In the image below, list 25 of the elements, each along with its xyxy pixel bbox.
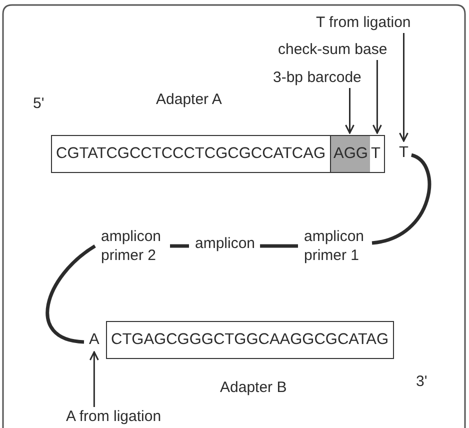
adapter-label: Adapter A xyxy=(156,91,222,109)
annotation-label: T from ligation xyxy=(316,14,411,32)
connector-curve xyxy=(372,153,431,245)
strand-end-label: 5' xyxy=(33,95,44,113)
annotation-label: 3-bp barcode xyxy=(273,69,362,87)
shaded-sequence-segment: AGG xyxy=(330,136,370,172)
base-letter: T xyxy=(399,144,408,162)
sequence-text: CTGAGCGGGCTGGCAAGGCGCATAG xyxy=(110,330,390,350)
sequence-letter: T xyxy=(370,136,384,172)
sequence-text: CGTATCGCCTCCCTCGCGCCATCAG xyxy=(55,144,327,164)
leader-arrow xyxy=(345,88,354,134)
leader-arrow xyxy=(89,351,99,407)
leader-arrow xyxy=(372,60,382,134)
segment-label: amplicon primer 1 xyxy=(304,227,368,265)
annotation-label: check-sum base xyxy=(278,41,388,59)
connector-curve xyxy=(46,244,96,344)
adapter-label: Adapter B xyxy=(220,379,287,397)
base-letter: A xyxy=(89,331,100,349)
connector-line xyxy=(170,244,189,248)
strand-end-label: 3' xyxy=(416,373,428,391)
connector-line xyxy=(260,244,298,248)
segment-label: amplicon primer 2 xyxy=(101,227,165,265)
leader-arrow xyxy=(398,33,408,142)
annotation-label: A from ligation xyxy=(66,408,162,426)
segment-label: amplicon xyxy=(195,235,256,253)
